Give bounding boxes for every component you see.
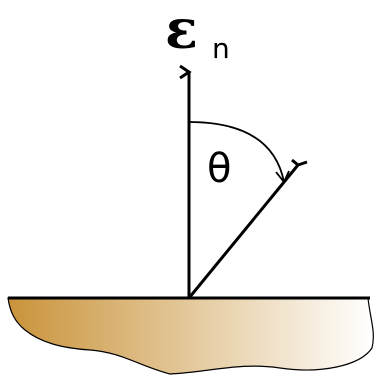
epsilon-label: ε — [165, 0, 198, 61]
tilted-vector — [187, 164, 300, 299]
normal-vector-arrowhead — [179, 64, 192, 80]
angle-arc — [188, 121, 285, 183]
tilted-vector-arrowhead — [291, 158, 308, 167]
angle-label: θ — [207, 146, 231, 192]
surface-material — [7, 297, 374, 375]
epsilon-subscript: n — [212, 32, 230, 65]
angle-arc-arrowhead — [275, 170, 290, 184]
